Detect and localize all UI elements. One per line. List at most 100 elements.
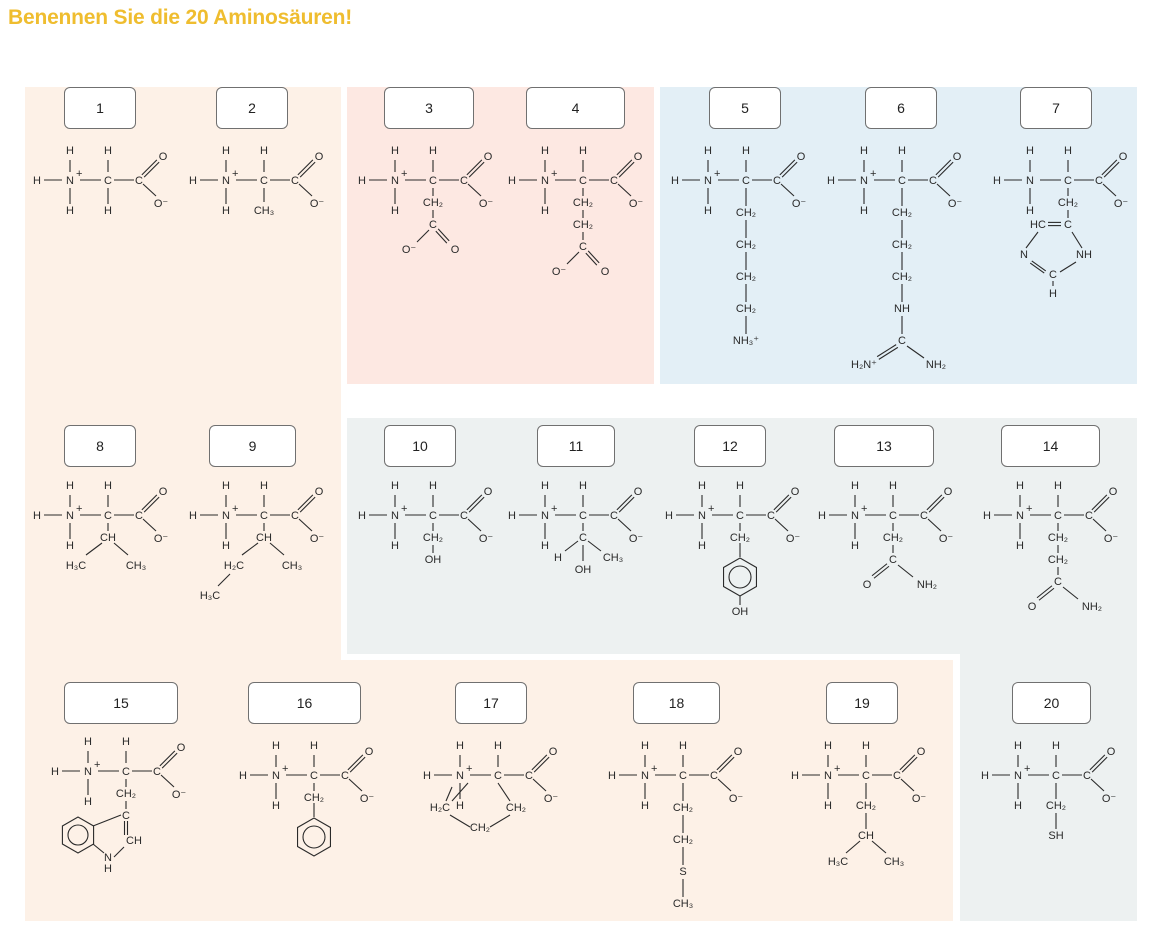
answer-box-12[interactable]: 12: [694, 425, 766, 467]
atom-label: O⁻: [629, 198, 644, 210]
atom-label: C: [260, 175, 268, 187]
atom-label: O: [159, 486, 168, 498]
atom-label: H: [310, 740, 318, 752]
atom-label: N: [391, 510, 399, 522]
atom-label: H: [66, 540, 74, 552]
atom-label: O⁻: [402, 244, 417, 256]
atom-label: O⁻: [172, 789, 187, 801]
atom-label: O: [634, 486, 643, 498]
atom-label: N: [851, 510, 859, 522]
atom-label: O: [365, 746, 374, 758]
atom-label: H: [1052, 740, 1060, 752]
answer-box-20[interactable]: 20: [1012, 682, 1091, 724]
atom-label: C: [104, 510, 112, 522]
bond-line: [935, 159, 952, 176]
atom-label: H: [791, 770, 799, 782]
atom-label: C: [291, 175, 299, 187]
bond-line: [92, 814, 122, 827]
atom-label: C: [920, 510, 928, 522]
bond-line: [716, 754, 733, 771]
atom-label: CH₃: [884, 856, 904, 868]
atom-label: C: [460, 175, 468, 187]
atom-label: H: [456, 800, 464, 812]
answer-box-10[interactable]: 10: [384, 425, 456, 467]
bond-line: [143, 161, 160, 178]
atom-label: N: [541, 510, 549, 522]
answer-box-17[interactable]: 17: [455, 682, 527, 724]
group-acidic-region: [347, 87, 654, 384]
atom-label: S: [679, 866, 686, 878]
atom-label: H: [579, 480, 587, 492]
bond-line: [617, 183, 632, 197]
atom-label: H: [1064, 145, 1072, 157]
atom-label: CH₂: [506, 802, 526, 814]
bond-line: [142, 518, 157, 532]
atom-label: C: [260, 510, 268, 522]
atom-label: CH₃: [673, 898, 693, 910]
atom-label: H: [704, 145, 712, 157]
atom-label: HC: [1030, 219, 1046, 231]
atom-label: O⁻: [912, 793, 927, 805]
atom-label: H: [33, 175, 41, 187]
bond-line: [774, 518, 789, 532]
atom-label: CH₃: [254, 205, 274, 217]
answer-box-7[interactable]: 7: [1020, 87, 1092, 129]
atom-label: O: [634, 151, 643, 163]
atom-label: C: [122, 766, 130, 778]
atom-label: C: [1049, 269, 1057, 281]
answer-box-15[interactable]: 15: [64, 682, 178, 724]
atom-label: NH: [894, 303, 910, 315]
atom-label: CH₂: [730, 532, 750, 544]
atom-label: OH: [732, 606, 749, 618]
atom-label: H: [104, 145, 112, 157]
atom-label: O⁻: [786, 533, 801, 545]
atom-label: H: [742, 145, 750, 157]
atom-label: C: [1064, 175, 1072, 187]
answer-box-11[interactable]: 11: [537, 425, 615, 467]
atom-label: H: [222, 480, 230, 492]
atom-label: C: [291, 510, 299, 522]
atom-label: O⁻: [629, 533, 644, 545]
atom-label: H₃C: [66, 560, 86, 572]
atom-label: +: [551, 503, 557, 515]
answer-box-9[interactable]: 9: [209, 425, 296, 467]
bond-line: [1089, 754, 1106, 771]
answer-box-8[interactable]: 8: [64, 425, 136, 467]
atom-label: N: [698, 510, 706, 522]
answer-box-13[interactable]: 13: [834, 425, 934, 467]
answer-box-18[interactable]: 18: [633, 682, 720, 724]
answer-box-19[interactable]: 19: [826, 682, 898, 724]
atom-label: C: [1064, 219, 1072, 231]
atom-label: O⁻: [479, 533, 494, 545]
answer-box-14[interactable]: 14: [1001, 425, 1100, 467]
answer-box-3[interactable]: 3: [384, 87, 474, 129]
bond-line: [780, 183, 795, 197]
atom-label: OH: [575, 564, 592, 576]
bond-line: [533, 756, 550, 773]
atom-label: H: [358, 175, 366, 187]
atom-label: +: [401, 503, 407, 515]
atom-label: O: [1119, 151, 1128, 163]
answer-box-6[interactable]: 6: [865, 87, 937, 129]
atom-label: H: [391, 480, 399, 492]
answer-box-2[interactable]: 2: [216, 87, 288, 129]
atom-label: H: [272, 800, 280, 812]
bond-line: [845, 840, 861, 854]
bond-line: [161, 752, 178, 769]
bond-line: [1036, 585, 1053, 599]
answer-box-1[interactable]: 1: [64, 87, 136, 129]
atom-label: O: [315, 151, 324, 163]
atom-label: CH₃: [603, 552, 623, 564]
bond-line: [217, 573, 231, 587]
atom-label: CH₂: [423, 197, 443, 209]
atom-label: H: [391, 205, 399, 217]
bond-line: [873, 565, 890, 579]
atom-label: H: [827, 175, 835, 187]
atom-label: C: [742, 175, 750, 187]
answer-box-5[interactable]: 5: [709, 87, 781, 129]
answer-box-4[interactable]: 4: [526, 87, 625, 129]
atom-label: H: [391, 145, 399, 157]
atom-label: H₃C: [200, 590, 220, 602]
answer-box-16[interactable]: 16: [248, 682, 361, 724]
